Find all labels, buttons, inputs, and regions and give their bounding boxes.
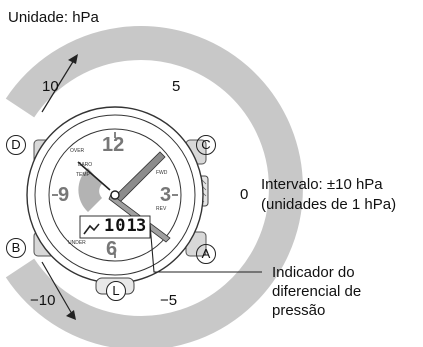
rev-label: REV — [156, 206, 167, 212]
lcd-digit: 3 — [136, 216, 147, 236]
hand-pivot — [110, 190, 120, 200]
indicator-leader-line — [149, 223, 262, 273]
baro-subdial — [78, 168, 102, 212]
lcd-text: 101 — [104, 216, 138, 236]
scale-label-0: 0 — [240, 186, 249, 203]
hour-tick-marks — [52, 132, 178, 258]
under-label: UNDER — [68, 240, 86, 246]
scale-label-5: 5 — [172, 78, 181, 95]
hour-3: 3 — [160, 184, 172, 206]
button-l-label: L — [106, 281, 126, 301]
scale-label-minus-5: −5 — [160, 292, 178, 309]
indicator-label-line2: diferencial de — [272, 283, 362, 300]
button-d-label: D — [6, 135, 26, 155]
button-c-label: C — [196, 135, 216, 155]
pressure-indicator-hand — [77, 161, 111, 191]
scale-label-10: 10 — [42, 78, 59, 95]
over-label: OVER — [70, 148, 85, 154]
range-arc — [5, 26, 303, 347]
unit-title: Unidade: hPa — [8, 9, 99, 26]
lower-arrow-line — [41, 261, 73, 315]
temp-label: TEMP — [76, 172, 90, 178]
button-b-label: B — [6, 238, 26, 258]
indicator-label-line1: Indicador do — [272, 264, 355, 281]
hour-12: 12 — [102, 134, 125, 156]
upper-arrow-head — [68, 54, 78, 64]
interval-label-line2: (unidades de 1 hPa) — [261, 196, 397, 213]
hour-6: 6 — [106, 238, 118, 260]
upper-arrow-line — [41, 59, 75, 113]
fwd-label: FWD — [156, 170, 168, 176]
lcd-graph — [83, 223, 100, 235]
indicator-label-line3: pressão — [272, 302, 326, 319]
baro-label: BARO — [78, 162, 93, 168]
lower-arrow-head — [66, 310, 76, 320]
scale-label-minus-10: −10 — [30, 292, 56, 309]
hour-9: 9 — [58, 184, 70, 206]
interval-label-line1: Intervalo: ±10 hPa — [261, 176, 383, 193]
button-a-label: A — [196, 244, 216, 264]
